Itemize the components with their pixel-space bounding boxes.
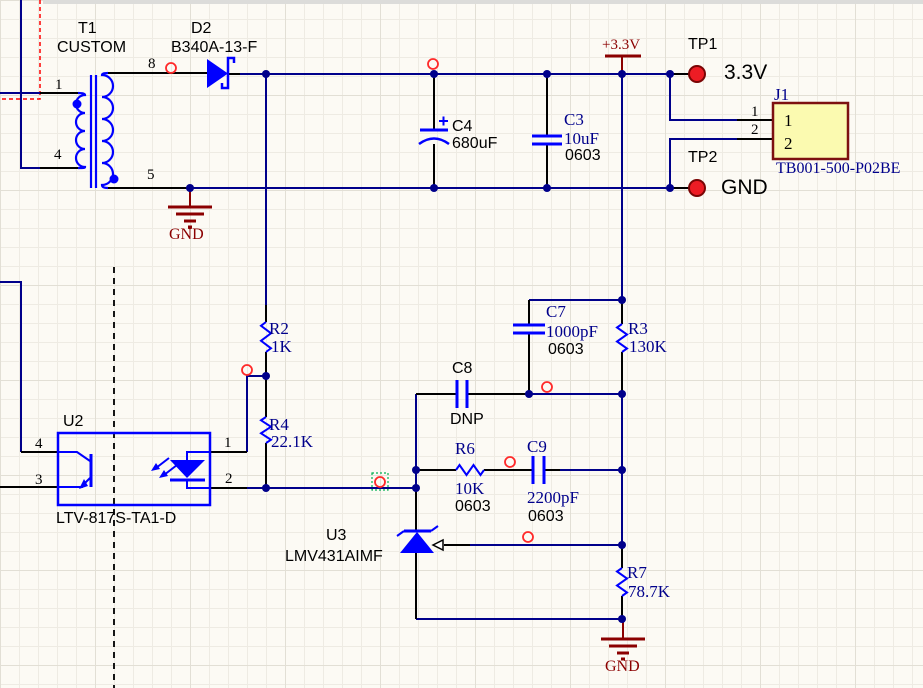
u2-pin2-number: 2	[225, 471, 233, 487]
u2-value[interactable]: LTV-817S-TA1-D	[56, 510, 177, 527]
c7-value[interactable]: 1000pF	[546, 322, 598, 341]
c3-value[interactable]: 10uF	[564, 129, 599, 148]
u2-emitter-arrow-icon	[79, 479, 88, 489]
r2-value[interactable]: 1K	[271, 337, 292, 356]
c8-symbol[interactable]	[455, 380, 469, 408]
r2-designator[interactable]: R2	[269, 319, 289, 338]
power-port-3v3-label[interactable]: +3.3V	[602, 37, 641, 53]
r6-value[interactable]: 10K	[455, 479, 485, 498]
c4-symbol[interactable]	[418, 116, 450, 146]
c3-designator[interactable]: C3	[564, 110, 584, 129]
c9-designator[interactable]: C9	[527, 437, 547, 456]
junction-dots	[186, 70, 674, 623]
c4-value[interactable]: 680uF	[452, 135, 498, 152]
gnd-symbol-transformer-icon[interactable]	[168, 188, 212, 229]
t1-pin4-number: 4	[54, 147, 62, 163]
r7-designator[interactable]: R7	[627, 563, 647, 582]
u2-led-triangle	[170, 460, 205, 478]
j1-designator[interactable]: J1	[774, 85, 790, 104]
pin-wire-layer[interactable]	[0, 72, 773, 619]
c3-footprint[interactable]: 0603	[565, 147, 601, 164]
u2-designator[interactable]: U2	[63, 413, 84, 430]
u2-light-arrows-icon	[151, 457, 178, 478]
t1-value[interactable]: CUSTOM	[57, 39, 127, 56]
r6-footprint[interactable]: 0603	[455, 498, 491, 515]
tp2-net-label[interactable]: GND	[721, 176, 768, 199]
sheet-edge	[43, 0, 923, 4]
tp1-net-label[interactable]: 3.3V	[724, 61, 768, 84]
r3-symbol	[615, 323, 629, 353]
r3-designator[interactable]: R3	[628, 319, 648, 338]
d2-value[interactable]: B340A-13-F	[171, 39, 258, 56]
d2-designator[interactable]: D2	[191, 20, 212, 37]
c7-symbol[interactable]	[513, 323, 545, 335]
r4-value[interactable]: 22.1K	[271, 432, 314, 451]
u3-ref-arrow-icon	[431, 538, 444, 552]
u3-designator[interactable]: U3	[326, 527, 347, 544]
u2-pin1-number: 1	[224, 435, 232, 451]
u3-value[interactable]: LMV431AIMF	[285, 548, 383, 565]
c7-designator[interactable]: C7	[546, 302, 566, 321]
c9-footprint[interactable]: 0603	[528, 508, 564, 525]
u2-symbol[interactable]	[56, 431, 212, 507]
u2-pin3-number: 3	[35, 472, 43, 488]
tp1-pad[interactable]	[688, 65, 706, 83]
u3-symbol[interactable]	[396, 525, 444, 553]
r7-value[interactable]: 78.7K	[628, 582, 671, 601]
j1-pin1-number: 1	[751, 104, 759, 120]
t1-pin5-number: 5	[147, 167, 155, 183]
gnd-label-bottom[interactable]: GND	[605, 658, 640, 675]
wire-layer[interactable]	[0, 0, 737, 620]
t1-designator[interactable]: T1	[78, 20, 97, 37]
d2-symbol[interactable]	[207, 56, 236, 90]
r2-symbol	[259, 321, 273, 353]
t1-polarity-dot-primary	[72, 99, 82, 109]
gnd-symbol-bottom-icon[interactable]	[601, 619, 645, 661]
j1-pin2-number: 2	[751, 122, 759, 138]
c4-designator[interactable]: C4	[452, 118, 473, 135]
c3-symbol[interactable]	[532, 134, 562, 146]
r6-designator[interactable]: R6	[455, 439, 475, 458]
tp2-designator[interactable]: TP2	[688, 149, 718, 166]
u2-pin4-number: 4	[35, 436, 43, 452]
c9-value[interactable]: 2200pF	[527, 488, 579, 507]
c9-symbol[interactable]	[531, 456, 546, 484]
r3-value[interactable]: 130K	[629, 337, 667, 356]
t1-symbol[interactable]	[72, 71, 119, 190]
j1-symbol[interactable]	[771, 101, 850, 161]
j1-pin1-name: 1	[784, 111, 793, 130]
gnd-label-transformer[interactable]: GND	[169, 226, 204, 243]
t1-pin8-number: 8	[148, 56, 156, 72]
red-dashed-marquee	[0, 0, 41, 100]
t1-pin1-number: 1	[55, 77, 63, 93]
j1-value[interactable]: TB001-500-P02BE	[776, 160, 901, 177]
t1-polarity-dot-secondary	[109, 174, 119, 184]
c4-plus-icon	[439, 116, 448, 126]
r4-designator[interactable]: R4	[269, 415, 289, 434]
erc-marker-circles	[165, 58, 553, 543]
r4-symbol	[259, 416, 273, 444]
r6-symbol	[455, 463, 485, 477]
resistor-symbols[interactable]	[259, 321, 629, 597]
tp2-pad[interactable]	[688, 179, 706, 197]
c8-value[interactable]: DNP	[450, 411, 484, 428]
c8-designator[interactable]: C8	[452, 360, 473, 377]
c7-footprint[interactable]: 0603	[548, 341, 584, 358]
r7-symbol	[615, 567, 629, 597]
j1-pin2-name: 2	[784, 134, 793, 153]
selection-marker-box	[371, 472, 389, 491]
tp1-designator[interactable]: TP1	[688, 36, 718, 53]
